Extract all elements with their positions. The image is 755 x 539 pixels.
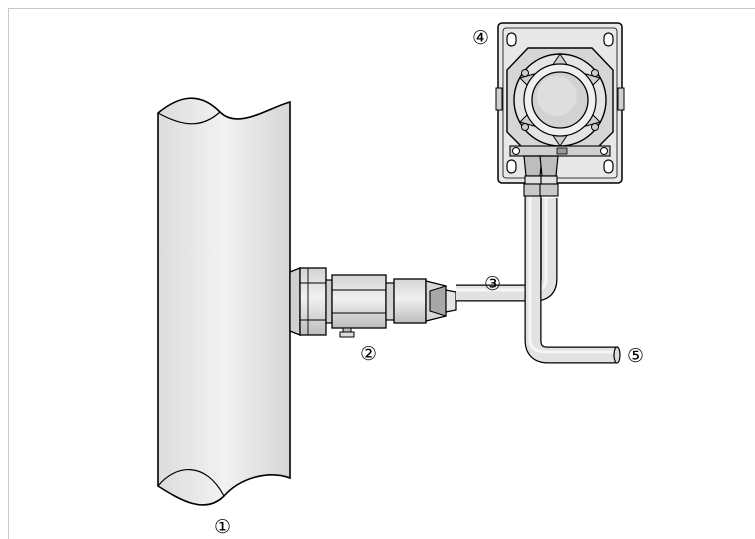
sensor [289, 267, 457, 338]
pipe [157, 97, 291, 506]
output-cable [524, 196, 621, 364]
callout-housing: ④ [472, 27, 489, 49]
callout-sensor: ② [360, 343, 377, 365]
callout-cable: ③ [484, 273, 501, 295]
callout-pipe: ① [214, 516, 231, 538]
callout-output-cable: ⑤ [627, 345, 644, 367]
housing [495, 22, 625, 197]
